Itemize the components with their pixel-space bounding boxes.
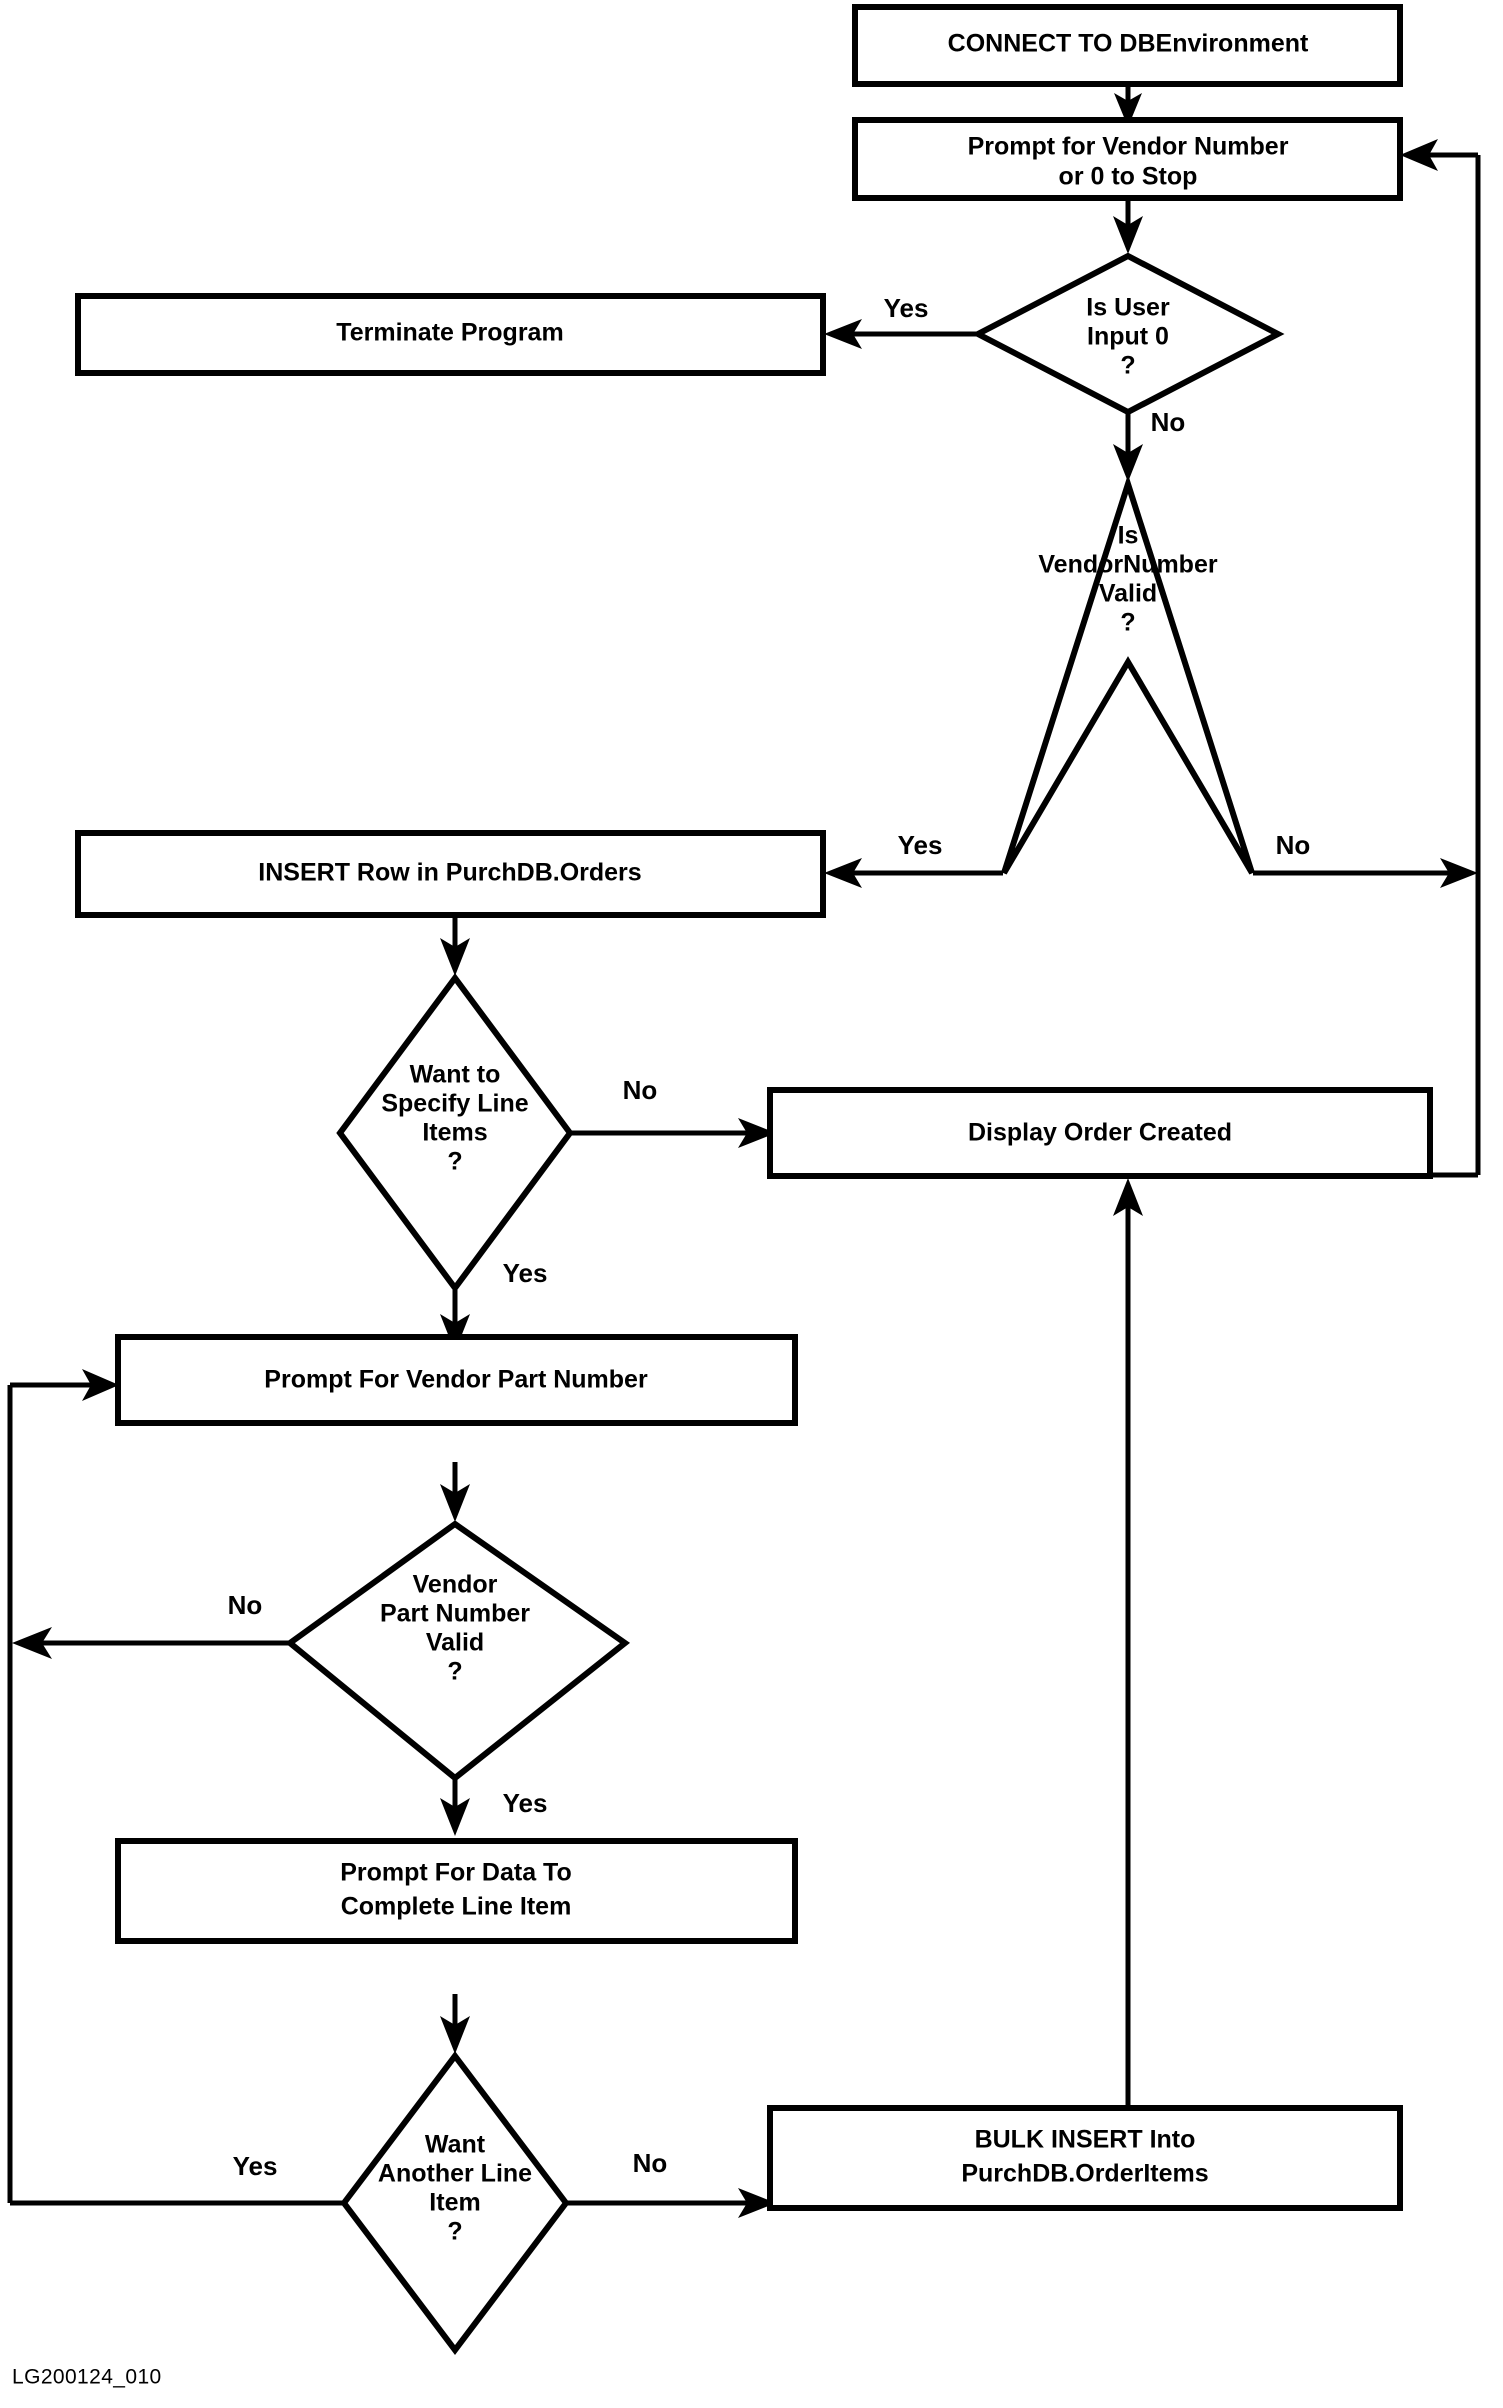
- node-connect-label-1: CONNECT TO DBEnvironment: [948, 30, 1309, 58]
- node-want-another-line-item-diamond[interactable]: [340, 2051, 570, 2355]
- node-is-vendornumber-valid-label-3: Valid: [1099, 580, 1157, 608]
- edge-label-user-input-yes: Yes: [884, 293, 929, 323]
- node-is-user-input-0[interactable]: Is User Input 0 ?: [971, 252, 1285, 416]
- node-prompt-line-item-data-box[interactable]: [115, 1838, 798, 1944]
- node-part-number-valid-diamond[interactable]: [285, 1520, 631, 1782]
- node-part-number-valid-label-2: Part Number: [380, 1600, 530, 1628]
- node-prompt-vendor[interactable]: Prompt for Vendor Number or 0 to Stop: [852, 117, 1403, 201]
- node-want-line-items-label-3: Items: [422, 1119, 487, 1147]
- arrowhead-decision4-no-to-left-bus: [12, 1627, 52, 1659]
- node-want-another-line-item-label-2: Another Line: [378, 2160, 532, 2188]
- node-is-user-input-0-label-1: Is User: [1086, 294, 1170, 322]
- node-connect-box[interactable]: [852, 4, 1403, 87]
- node-prompt-vendor-label-1: Prompt for Vendor Number: [968, 133, 1289, 161]
- node-prompt-part-number-box[interactable]: [115, 1334, 798, 1426]
- node-part-number-valid-label-3: Valid: [426, 1629, 484, 1657]
- node-is-user-input-0-label-3: ?: [1120, 352, 1135, 380]
- node-want-another-line-item-label-3: Item: [429, 2189, 480, 2217]
- arrowhead-insert-row-to-decision3: [440, 938, 470, 976]
- edge-label-line-items-no: No: [623, 1075, 658, 1105]
- arrowhead-left-bus-into-prompt-part: [82, 1369, 119, 1401]
- node-is-vendornumber-valid-label-1: Is: [1118, 522, 1139, 550]
- node-part-number-valid-label-1: Vendor: [413, 1571, 498, 1599]
- node-prompt-line-item-data-label-2: Complete Line Item: [341, 1893, 572, 1921]
- node-is-vendornumber-valid[interactable]: Is VendorNumber Valid ?: [1001, 474, 1255, 875]
- edge-label-user-input-no: No: [1151, 407, 1186, 437]
- edge-label-vendornumber-no: No: [1276, 830, 1311, 860]
- node-part-number-valid[interactable]: Vendor Part Number Valid ?: [285, 1520, 631, 1782]
- node-want-another-line-item-label-1: Want: [425, 2131, 486, 2159]
- edge-label-part-number-yes: Yes: [503, 1788, 548, 1818]
- arrowhead-decision4-yes-to-prompt-data: [440, 1798, 470, 1836]
- node-is-vendornumber-valid-label-2: VendorNumber: [1038, 551, 1217, 579]
- arrowhead-connect-to-prompt-vendor: [1114, 93, 1142, 127]
- node-want-line-items-label-1: Want to: [410, 1061, 501, 1089]
- node-bulk-insert[interactable]: BULK INSERT Into PurchDB.OrderItems: [767, 2105, 1403, 2211]
- node-display-order-created[interactable]: Display Order Created: [767, 1087, 1433, 1179]
- node-prompt-vendor-label-2: or 0 to Stop: [1059, 163, 1198, 191]
- arrowhead-right-bus-into-prompt-vendor: [1400, 139, 1438, 171]
- node-terminate[interactable]: Terminate Program: [75, 293, 826, 376]
- node-prompt-line-item-data-label-1: Prompt For Data To: [340, 1859, 571, 1887]
- arrowhead-prompt-data-to-decision5: [440, 2016, 470, 2054]
- node-is-user-input-0-label-2: Input 0: [1087, 323, 1169, 351]
- arrowhead-decision5-no-to-bulk-insert: [738, 2188, 776, 2218]
- arrowhead-decision3-no-to-display-order: [738, 1118, 776, 1148]
- edge-label-part-number-no: No: [228, 1590, 263, 1620]
- arrowhead-prompt-part-to-decision4: [440, 1484, 470, 1522]
- node-is-user-input-0-diamond[interactable]: [971, 252, 1285, 416]
- node-bulk-insert-box[interactable]: [767, 2105, 1403, 2211]
- arrowhead-decision1-no-to-decision2: [1113, 444, 1143, 482]
- node-prompt-part-number-label-1: Prompt For Vendor Part Number: [264, 1366, 648, 1394]
- edge-label-line-items-yes: Yes: [503, 1258, 548, 1288]
- node-prompt-vendor-box[interactable]: [852, 117, 1403, 201]
- node-terminate-label-1: Terminate Program: [336, 319, 563, 347]
- node-want-line-items[interactable]: Want to Specify Line Items ?: [336, 972, 574, 1294]
- node-part-number-valid-label-4: ?: [447, 1658, 462, 1686]
- node-insert-row[interactable]: INSERT Row in PurchDB.Orders: [75, 830, 826, 918]
- node-bulk-insert-label-1: BULK INSERT Into: [975, 2126, 1196, 2154]
- node-prompt-line-item-data[interactable]: Prompt For Data To Complete Line Item: [115, 1838, 798, 1944]
- node-want-another-line-item[interactable]: Want Another Line Item ?: [340, 2051, 570, 2355]
- node-display-order-created-label-1: Display Order Created: [968, 1119, 1232, 1147]
- node-prompt-part-number[interactable]: Prompt For Vendor Part Number: [115, 1334, 798, 1426]
- node-insert-row-label-1: INSERT Row in PurchDB.Orders: [258, 859, 641, 887]
- arrowhead-decision3-yes-to-prompt-part: [440, 1314, 470, 1352]
- node-display-order-created-box[interactable]: [767, 1087, 1433, 1179]
- edge-label-another-item-yes: Yes: [233, 2151, 278, 2181]
- node-want-line-items-label-4: ?: [447, 1148, 462, 1176]
- node-connect[interactable]: CONNECT TO DBEnvironment: [852, 4, 1403, 87]
- figure-caption: LG200124_010: [12, 2366, 162, 2389]
- arrowhead-prompt-vendor-to-decision1: [1113, 216, 1143, 254]
- arrowhead-decision2-no-to-right-bus: [1440, 858, 1478, 888]
- edge-label-vendornumber-yes: Yes: [898, 830, 943, 860]
- edge-label-another-item-no: No: [633, 2148, 668, 2178]
- node-want-another-line-item-label-4: ?: [447, 2218, 462, 2246]
- node-is-vendornumber-valid-label-4: ?: [1120, 609, 1135, 637]
- arrowhead-decision2-yes-to-insert-row: [824, 858, 862, 888]
- arrowhead-bulk-insert-to-display-order: [1113, 1178, 1143, 1216]
- node-want-line-items-diamond[interactable]: [336, 972, 574, 1294]
- node-bulk-insert-label-2: PurchDB.OrderItems: [961, 2160, 1208, 2188]
- node-is-vendornumber-valid-diamond[interactable]: [1001, 474, 1255, 875]
- node-insert-row-box[interactable]: [75, 830, 826, 918]
- node-terminate-box[interactable]: [75, 293, 826, 376]
- arrowhead-decision1-yes-to-terminate: [824, 319, 862, 349]
- node-want-line-items-label-2: Specify Line: [381, 1090, 528, 1118]
